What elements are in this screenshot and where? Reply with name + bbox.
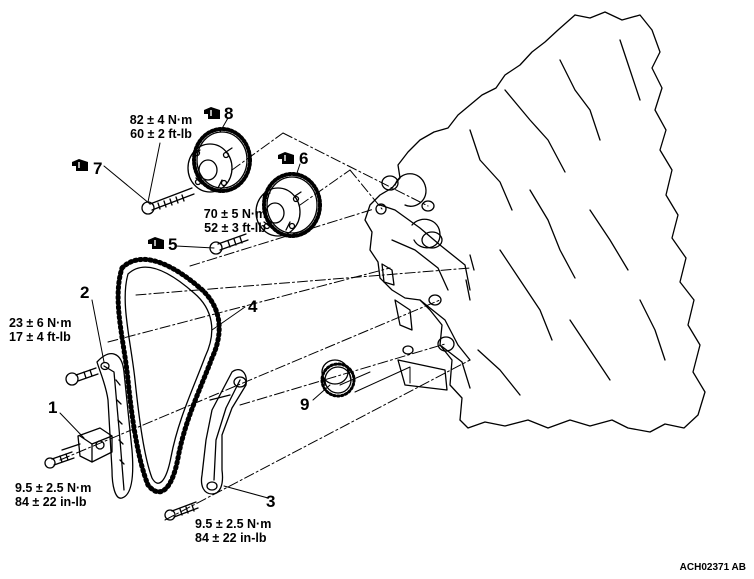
part-number-4: 4 [248, 297, 258, 316]
oil-can-icon [148, 237, 164, 249]
cam-sprocket-middle [255, 172, 322, 238]
torque-spec-8: 82 ± 4 N·m 60 ± 2 ft-lb [116, 113, 206, 141]
part-number-9: 9 [300, 395, 310, 414]
leader-lines [59, 117, 331, 499]
chain-tensioner [61, 427, 113, 463]
oil-can-icon [278, 152, 294, 164]
bolt-5 [209, 233, 249, 255]
bolt-2 [65, 367, 99, 386]
part-number-6: 6 [299, 149, 309, 168]
bolt-3 [164, 501, 199, 521]
alignment-lines [59, 132, 471, 521]
torque-nm: 82 ± 4 N·m [129, 113, 193, 127]
bolt-1 [44, 451, 75, 469]
torque-ftlb: 52 ± 3 ft-lb [204, 221, 266, 235]
torque-ftlb: 17 ± 4 ft-lb [9, 330, 71, 344]
part-number-7: 7 [93, 159, 103, 178]
reference-code: ACH02371 AB [679, 562, 746, 573]
torque-spec-3: 9.5 ± 2.5 N·m 84 ± 22 in-lb [195, 517, 271, 545]
crank-sprocket [320, 359, 356, 398]
part-number-8: 8 [224, 104, 234, 123]
oil-can-icon [204, 107, 220, 119]
torque-nm: 9.5 ± 2.5 N·m [195, 517, 272, 531]
torque-nm: 70 ± 5 N·m [203, 207, 267, 221]
tensioner-lever [200, 369, 247, 495]
part-number-1: 1 [48, 398, 58, 417]
part-number-5: 5 [168, 235, 178, 254]
torque-spec-2: 23 ± 6 N·m 17 ± 4 ft-lb [9, 316, 71, 344]
timing-chain [115, 256, 222, 495]
torque-spec-5: 70 ± 5 N·m 52 ± 3 ft-lb [190, 207, 280, 235]
torque-nm: 9.5 ± 2.5 N·m [15, 481, 92, 495]
torque-inlb: 84 ± 22 in-lb [15, 495, 87, 509]
torque-nm: 23 ± 6 N·m [9, 316, 72, 330]
bolt-7 [141, 187, 195, 215]
torque-inlb: 84 ± 22 in-lb [195, 531, 267, 545]
torque-spec-1: 9.5 ± 2.5 N·m 84 ± 22 in-lb [15, 481, 91, 509]
chain-guide [96, 353, 134, 499]
part-number-3: 3 [266, 492, 276, 511]
engine-block [364, 11, 706, 433]
oil-can-icon [72, 159, 88, 171]
part-number-2: 2 [80, 283, 90, 302]
torque-ftlb: 60 ± 2 ft-lb [130, 127, 192, 141]
